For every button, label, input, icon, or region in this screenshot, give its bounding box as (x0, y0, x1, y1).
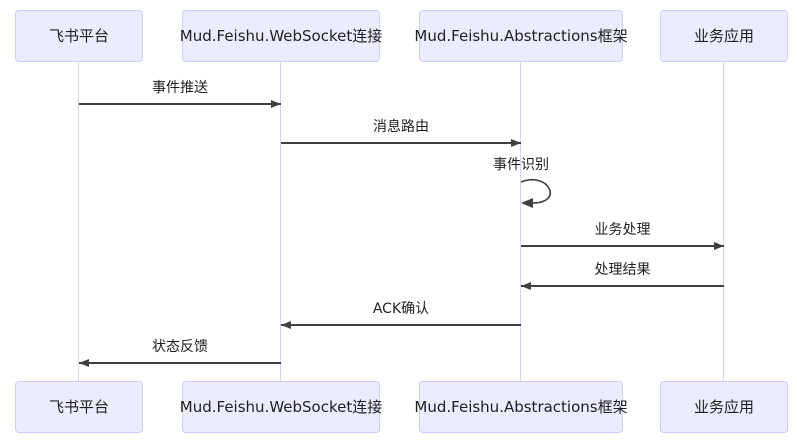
actor-top-abstractions-framework: Mud.Feishu.Abstractions框架 (414, 10, 628, 62)
message-label-processing-result: 处理结果 (594, 262, 651, 278)
actor-top-feishu-platform: 飞书平台 (15, 10, 143, 62)
lifeline-business-app (723, 62, 724, 381)
actor-label: 飞书平台 (48, 26, 109, 45)
arrowhead-icon (511, 139, 521, 147)
actor-bottom-feishu-platform: 飞书平台 (15, 381, 143, 433)
actor-bottom-business-app: 业务应用 (660, 381, 788, 433)
actor-label: Mud.Feishu.Abstractions框架 (414, 26, 628, 45)
arrowhead-icon (521, 282, 531, 290)
message-line-processing-result (521, 285, 724, 287)
actor-top-business-app: 业务应用 (660, 10, 788, 62)
message-line-message-routing (281, 142, 521, 144)
message-label-event-push: 事件推送 (152, 80, 208, 96)
arrowhead-icon (714, 242, 724, 250)
self-loop-arrow-icon (520, 179, 551, 208)
actor-label: Mud.Feishu.Abstractions框架 (414, 397, 628, 416)
actor-bottom-websocket-connection: Mud.Feishu.WebSocket连接 (179, 381, 383, 433)
arrowhead-icon (79, 359, 89, 367)
actor-label: Mud.Feishu.WebSocket连接 (179, 397, 383, 416)
lifeline-feishu-platform (78, 62, 79, 381)
message-label-ack-confirm: ACK确认 (372, 301, 430, 317)
arrowhead-icon (271, 100, 281, 108)
lifeline-websocket-connection (280, 62, 281, 381)
message-label-business-processing: 业务处理 (594, 222, 651, 238)
actor-bottom-abstractions-framework: Mud.Feishu.Abstractions框架 (414, 381, 628, 433)
message-line-status-feedback (79, 362, 281, 364)
actor-label: Mud.Feishu.WebSocket连接 (179, 26, 383, 45)
message-line-ack-confirm (281, 324, 521, 326)
message-line-business-processing (521, 245, 724, 247)
message-line-event-push (79, 103, 281, 105)
arrowhead-icon (281, 321, 291, 329)
message-label-message-routing: 消息路由 (373, 119, 429, 135)
actor-label: 业务应用 (693, 26, 754, 45)
message-label-status-feedback: 状态反馈 (152, 339, 208, 355)
actor-label: 飞书平台 (48, 397, 109, 416)
actor-label: 业务应用 (693, 397, 754, 416)
lifeline-abstractions-framework (520, 62, 521, 381)
actor-top-websocket-connection: Mud.Feishu.WebSocket连接 (179, 10, 383, 62)
message-label-event-recognition: 事件识别 (493, 157, 549, 173)
